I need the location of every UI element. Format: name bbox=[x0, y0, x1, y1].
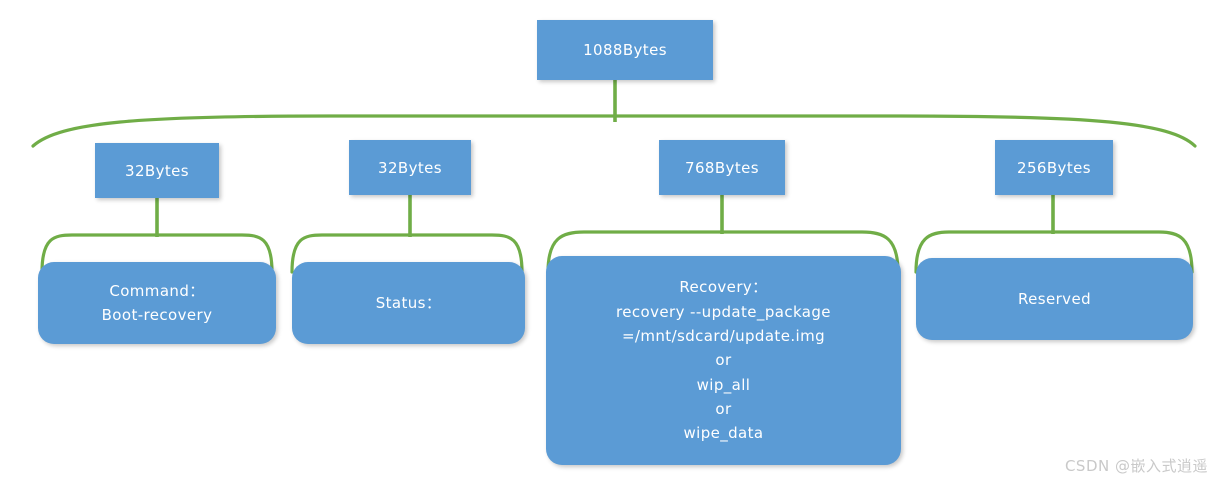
total-size-label: 1088Bytes bbox=[583, 41, 667, 59]
status-node-text: Status： bbox=[375, 293, 442, 312]
status-node: Status： bbox=[292, 262, 525, 344]
total-size-node: 1088Bytes bbox=[537, 20, 713, 80]
csdn-watermark: CSDN @嵌入式逍遥 bbox=[1064, 457, 1208, 475]
recovery-node-text: Recovery： recovery --update_package =/mn… bbox=[616, 278, 831, 443]
command-node: Command： Boot-recovery bbox=[38, 262, 276, 344]
size-node-reserved-label: 256Bytes bbox=[1017, 158, 1091, 177]
size-node-recovery-label: 768Bytes bbox=[685, 158, 759, 177]
size-node-command: 32Bytes bbox=[95, 143, 219, 198]
size-node-recovery: 768Bytes bbox=[659, 140, 785, 195]
size-node-command-label: 32Bytes bbox=[125, 161, 189, 180]
command-node-text: Command： Boot-recovery bbox=[101, 281, 213, 324]
size-node-status-label: 32Bytes bbox=[378, 158, 442, 177]
size-node-reserved: 256Bytes bbox=[995, 140, 1113, 195]
size-node-status: 32Bytes bbox=[349, 140, 471, 195]
reserved-node: Reserved bbox=[916, 258, 1193, 340]
reserved-node-text: Reserved bbox=[1017, 289, 1091, 308]
recovery-node: Recovery： recovery --update_package =/mn… bbox=[546, 256, 901, 465]
